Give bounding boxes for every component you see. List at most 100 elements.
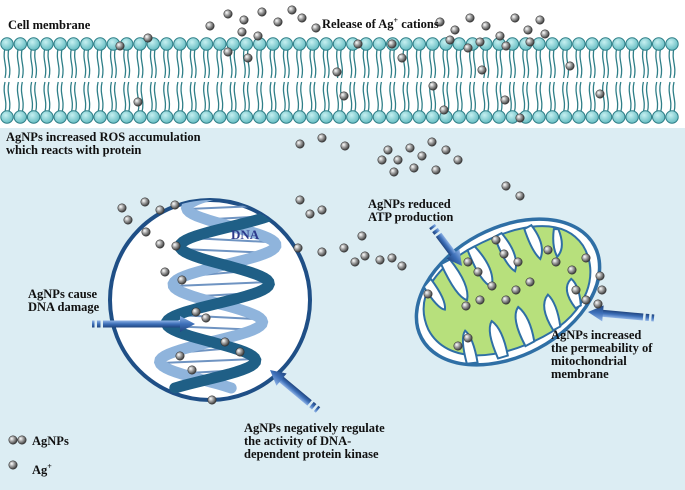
silver-particle-icon	[383, 145, 393, 155]
phospholipid	[266, 37, 280, 124]
phospholipid	[199, 37, 214, 124]
phospholipid	[452, 37, 466, 124]
phospholipid	[346, 37, 360, 124]
phospholipid	[519, 37, 533, 124]
silver-particle-icon	[428, 81, 438, 91]
silver-particle-icon	[593, 299, 603, 309]
silver-particle-icon	[387, 39, 397, 49]
silver-particle-icon	[465, 13, 475, 23]
silver-particle-icon	[475, 37, 485, 47]
silver-particle-icon	[170, 200, 180, 210]
legend-agnps-label: AgNPs	[32, 434, 69, 448]
silver-particle-icon	[500, 95, 510, 105]
silver-particle-icon	[223, 9, 233, 19]
silver-particle-icon	[450, 25, 460, 35]
phospholipid	[66, 37, 81, 124]
phospholipid	[173, 37, 187, 124]
silver-particle-icon	[177, 275, 187, 285]
silver-particle-icon	[473, 267, 483, 277]
phospholipid	[598, 37, 613, 124]
silver-particle-icon	[207, 395, 217, 405]
lipid-bilayer	[0, 37, 679, 124]
silver-particle-icon	[571, 285, 581, 295]
silver-particle-icon	[453, 155, 463, 165]
phospholipid	[239, 37, 254, 124]
silver-particle-icon	[237, 27, 247, 37]
silver-particle-icon	[431, 165, 441, 175]
silver-particle-icon	[287, 5, 297, 15]
silver-particle-icon	[510, 13, 520, 23]
phospholipid	[306, 37, 320, 124]
phospholipid	[120, 37, 134, 124]
atp-arrow	[429, 223, 462, 267]
permeability-arrow	[587, 305, 655, 322]
silver-particle-icon	[340, 141, 350, 151]
legend-ag-ion-label: Ag+	[32, 462, 52, 478]
silver-particle-icon	[141, 227, 151, 237]
silver-particle-icon	[581, 253, 591, 263]
silver-particle-icon	[397, 261, 407, 271]
phospholipid	[545, 37, 559, 124]
silver-particle-icon	[360, 251, 370, 261]
silver-particle-icon	[332, 67, 342, 77]
phospholipid	[359, 37, 373, 124]
silver-particle-icon	[597, 285, 607, 295]
silver-particle-icon	[305, 209, 315, 219]
ros-label: AgNPs increased ROS accumulation which r…	[6, 130, 201, 157]
silver-particle-icon	[389, 167, 399, 177]
silver-particle-icon	[487, 281, 497, 291]
silver-particle-icon	[171, 241, 181, 251]
release-ag-cations-label: Release of Ag+ cations	[322, 16, 439, 32]
silver-particle-icon	[375, 255, 385, 265]
silver-particle-icon	[481, 21, 491, 31]
silver-particle-icon	[463, 43, 473, 53]
phospholipid	[612, 37, 626, 124]
protein-kinase-label: AgNPs negatively regulate the activity o…	[244, 421, 385, 461]
silver-particle-icon	[253, 31, 263, 41]
silver-particle-icon	[160, 267, 170, 277]
silver-particle-icon	[393, 155, 403, 165]
silver-particle-icon	[417, 151, 427, 161]
silver-particle-icon	[350, 257, 360, 267]
phospholipid	[40, 37, 54, 124]
phospholipid	[386, 37, 400, 124]
silver-particle-icon	[175, 351, 185, 361]
phospholipid	[399, 37, 413, 124]
silver-particle-icon	[123, 215, 133, 225]
silver-particle-icon	[223, 47, 233, 57]
silver-particle-icon	[463, 257, 473, 267]
phospholipid	[26, 37, 41, 124]
silver-particle-icon	[565, 61, 575, 71]
silver-particle-icon	[523, 25, 533, 35]
silver-particle-icon	[353, 39, 363, 49]
phospholipid	[292, 37, 307, 124]
phospholipid	[638, 37, 653, 124]
silver-particle-icon	[540, 29, 550, 39]
legend-particle-icon	[8, 460, 18, 470]
silver-particle-icon	[453, 341, 463, 351]
silver-particle-icon	[311, 23, 321, 33]
silver-particle-icon	[423, 289, 433, 299]
phospholipid	[253, 37, 267, 124]
phospholipid	[492, 37, 506, 124]
silver-particle-icon	[235, 347, 245, 357]
phospholipid	[572, 37, 586, 124]
silver-particle-icon	[293, 243, 303, 253]
silver-particle-icon	[491, 235, 501, 245]
silver-particle-icon	[317, 247, 327, 257]
silver-particle-icon	[357, 231, 367, 241]
cell-membrane-label: Cell membrane	[8, 18, 91, 32]
phospholipid	[652, 37, 666, 124]
phospholipid	[585, 37, 599, 124]
silver-particle-icon	[155, 239, 165, 249]
silver-particle-icon	[387, 253, 397, 263]
silver-particle-icon	[257, 7, 267, 17]
protein-kinase-arrow	[269, 369, 321, 413]
silver-particle-icon	[297, 13, 307, 23]
silver-particle-icon	[499, 249, 509, 259]
silver-particle-icon	[295, 195, 305, 205]
silver-particle-icon	[317, 133, 327, 143]
silver-particle-icon	[595, 89, 605, 99]
silver-particle-icon	[435, 17, 445, 27]
